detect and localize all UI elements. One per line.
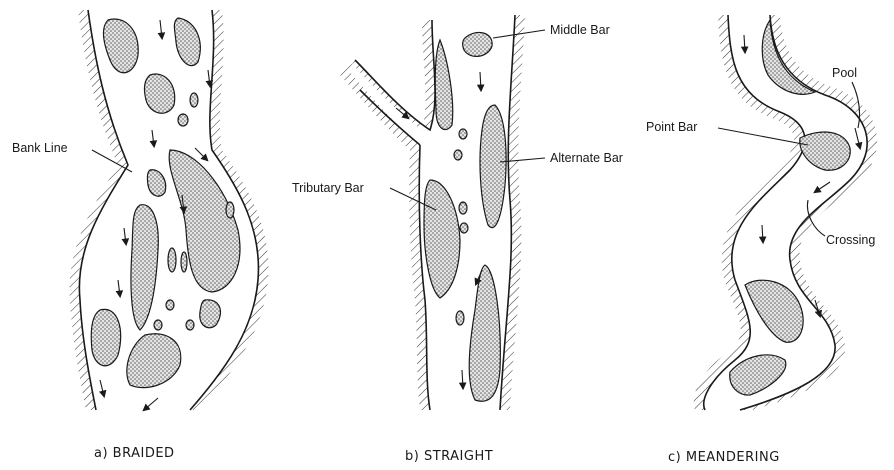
braided-caption: a) BRAIDED (94, 446, 175, 461)
point-bar (800, 132, 850, 170)
alternate-bar-label: Alternate Bar (550, 151, 623, 165)
flow-arrow (462, 370, 463, 388)
flow-arrow (100, 380, 104, 396)
flow-arrow (160, 20, 162, 38)
straight-islet (459, 202, 467, 214)
flow-arrow (118, 280, 120, 296)
straight-islet (454, 150, 462, 160)
braided-bar (200, 300, 221, 328)
lower-bar (469, 265, 500, 401)
flow-arrow (195, 148, 207, 160)
braided-islet (178, 114, 188, 126)
flow-arrow (480, 72, 481, 90)
meandering-panel: Pool Point Bar Crossing c) MEANDERING (646, 15, 877, 465)
bank-line-label: Bank Line (12, 141, 68, 155)
braided-panel: Bank Line a) BRAIDED (12, 10, 268, 461)
middle-bar (463, 32, 493, 56)
straight-left-bank-hatch (340, 20, 435, 410)
flow-arrow (744, 35, 745, 52)
meander-lower-bar (745, 280, 803, 342)
alternate-bar-leader (500, 158, 545, 162)
braided-bar (144, 74, 174, 113)
braided-bar (91, 309, 120, 365)
flow-arrow (144, 398, 158, 410)
meandering-caption: c) MEANDERING (668, 450, 780, 465)
braided-islet (168, 248, 176, 272)
point-bar-label: Point Bar (646, 120, 697, 134)
tributary-bar-label: Tributary Bar (292, 181, 364, 195)
alternate-bar (480, 105, 506, 228)
flow-arrow (815, 182, 830, 192)
flow-arrow (855, 128, 860, 148)
straight-panel: Middle Bar Alternate Bar Tributary Bar b… (292, 15, 623, 464)
braided-islet (154, 320, 162, 330)
braided-bar (174, 18, 200, 66)
straight-islet (460, 223, 468, 233)
middle-bar-label: Middle Bar (550, 23, 610, 37)
flow-arrow (208, 70, 210, 86)
braided-bar (131, 205, 158, 330)
flow-arrow (762, 225, 763, 242)
pool-label: Pool (832, 66, 857, 80)
braided-islet (186, 320, 194, 330)
straight-islet (456, 311, 464, 325)
upper-left-bar (435, 40, 452, 130)
straight-islet (459, 129, 467, 139)
braided-bar (104, 19, 139, 73)
braided-bar (127, 334, 181, 388)
braided-islet (190, 93, 198, 107)
tributary-bar (424, 180, 460, 298)
crossing-label: Crossing (826, 233, 875, 247)
braided-bar (147, 170, 165, 196)
braided-islet (181, 252, 187, 272)
braided-islet (166, 300, 174, 310)
meander-bottom-bar (730, 355, 786, 395)
flow-arrow (124, 228, 126, 244)
straight-caption: b) STRAIGHT (405, 449, 493, 464)
flow-arrow (152, 130, 154, 146)
braided-islet (226, 202, 234, 218)
